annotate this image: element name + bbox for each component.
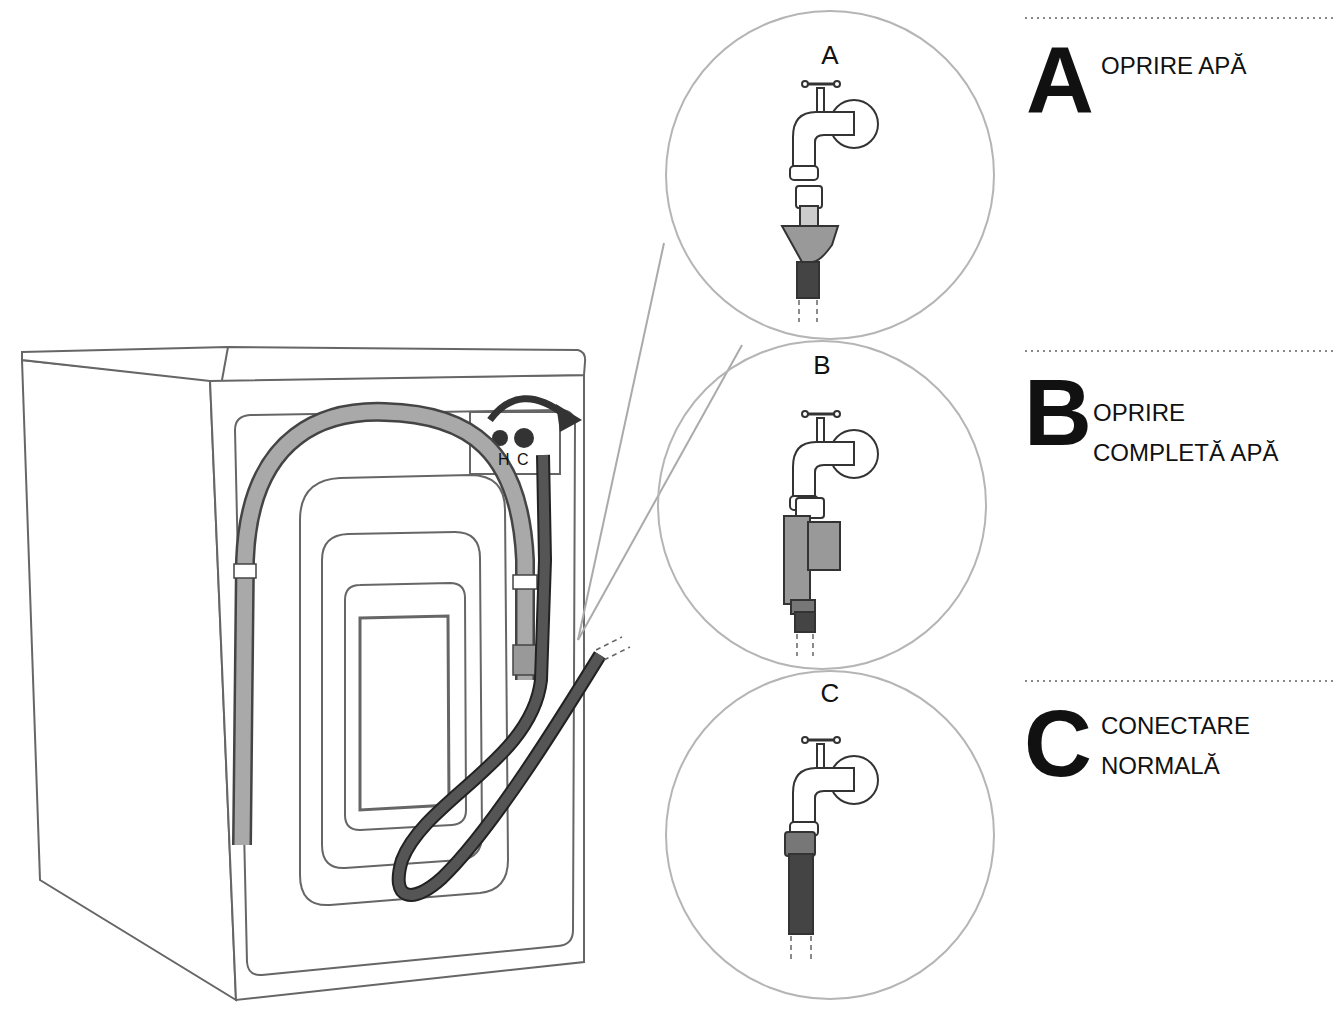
faucet: [790, 81, 878, 180]
drum-outline: [322, 532, 482, 868]
circle-outline: [657, 340, 987, 670]
dashed-line: [810, 936, 812, 960]
full-water-stop-fitting: [784, 498, 840, 632]
option-letter: C: [1024, 697, 1092, 791]
fitting-body: [784, 516, 810, 604]
hose-stub: [795, 612, 815, 632]
arrow-head: [556, 404, 582, 432]
callout-circle: A: [665, 10, 995, 340]
hose-continuation: [791, 300, 817, 960]
callout-circle: B: [657, 340, 987, 670]
machine-side: [22, 360, 236, 1000]
hose-continuation: [596, 637, 630, 660]
dashed-line: [812, 634, 814, 656]
washing-machine: [22, 347, 585, 1000]
dashed-line: [816, 300, 818, 322]
rotation-arrow: [490, 399, 565, 420]
circle-shape: [658, 341, 986, 669]
fitting-body: [782, 226, 838, 262]
dashed-line: [596, 637, 622, 650]
callout-line: [578, 243, 664, 640]
valve-label: C: [517, 452, 529, 468]
separator: [1025, 680, 1335, 682]
hose-end: [513, 645, 537, 675]
callout-fill: [664, 243, 742, 345]
separator-lines: [1025, 18, 1335, 681]
separator: [1025, 17, 1335, 19]
option-text: CONECTARE NORMALĂ: [1101, 706, 1301, 786]
option-letter: B: [1024, 366, 1092, 460]
circle-shape: [666, 11, 994, 339]
valve-label: H: [498, 452, 510, 468]
circle-letter: A: [665, 40, 995, 71]
callout-circle: C: [665, 670, 995, 1000]
option-text: OPRIRE APĂ: [1101, 54, 1246, 78]
inlet-hose: [399, 455, 600, 895]
drum-outline: [345, 583, 466, 830]
cold-valve: [514, 428, 534, 448]
dashed-line: [604, 647, 630, 660]
water-stop-fitting: [782, 186, 838, 298]
hose-clip: [513, 575, 537, 589]
faucet: [790, 737, 878, 836]
fitting-nut: [796, 186, 822, 208]
circle-letter: B: [657, 350, 987, 381]
circle-shape: [666, 671, 994, 999]
top-seam: [222, 347, 228, 380]
circle-outline: [665, 670, 995, 1000]
hose-clip: [234, 564, 256, 578]
dashed-line: [798, 300, 800, 322]
dashed-line: [796, 634, 798, 656]
dashed-line: [790, 936, 792, 960]
inlet-hose-edge: [399, 455, 600, 895]
separator: [1025, 350, 1335, 352]
hose-stub: [797, 262, 819, 298]
drum-window: [360, 616, 449, 810]
machine-back: [210, 375, 584, 1000]
faucet: [790, 411, 878, 510]
normal-connection: [785, 832, 815, 934]
fitting-nut: [785, 832, 815, 856]
option-text: OPRIRE COMPLETĂ APĂ: [1093, 393, 1293, 473]
fitting-box: [808, 522, 840, 570]
option-letter: A: [1026, 34, 1094, 128]
circle-letter: C: [665, 678, 995, 709]
machine-top: [22, 347, 585, 381]
callout-line: [578, 345, 742, 640]
fitting-neck: [800, 206, 818, 228]
hose-stub: [789, 854, 813, 934]
